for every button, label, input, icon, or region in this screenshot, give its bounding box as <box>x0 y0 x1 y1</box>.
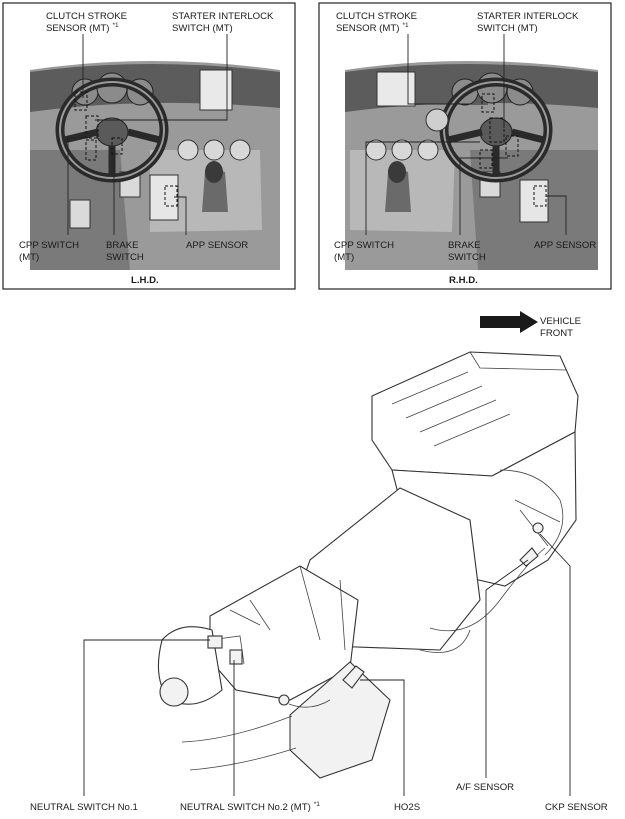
ckp-sensor-label: CKP SENSOR <box>545 802 608 813</box>
neutral-switch-2-label: NEUTRAL SWITCH No.2 (MT) <box>180 802 311 813</box>
rhd-starter-interlock-label-1: STARTER INTERLOCK <box>477 11 579 22</box>
rhd-cpp-switch-label-1: CPP SWITCH <box>334 240 394 251</box>
lhd-cpp-switch-label-1: CPP SWITCH <box>19 240 79 251</box>
rhd-starter-interlock-label-2: SWITCH (MT) <box>477 23 538 34</box>
rhd-brake-switch-label-1: BRAKE <box>448 240 481 251</box>
af-sensor-label: A/F SENSOR <box>456 782 514 793</box>
rhd-footnote-mark: *1 <box>402 22 409 29</box>
rhd-app-leader <box>546 195 567 235</box>
engine-footnote-mark: *1 <box>314 801 321 808</box>
lhd-brake-switch-label-2: SWITCH <box>106 252 144 263</box>
lhd-clutch-stroke-label-1: CLUTCH STROKE <box>46 11 127 22</box>
af-sensor-leader <box>485 559 529 778</box>
rhd-caption: R.H.D. <box>449 275 478 286</box>
ho2s-label: HO2S <box>394 802 420 813</box>
rhd-cpp-leader <box>365 141 480 235</box>
engine-view: VEHICLE FRONT <box>30 311 608 813</box>
rhd-app-sensor-label: APP SENSOR <box>534 240 596 251</box>
svg-text:NEUTRAL SWITCH No.2 (MT)*1: NEUTRAL SWITCH No.2 (MT)*1 <box>180 801 320 813</box>
lhd-cpp-switch-label-2: (MT) <box>19 252 39 263</box>
rhd-clutch-stroke-label-1: CLUTCH STROKE <box>336 11 417 22</box>
rhd-cabin-illustration <box>345 61 598 270</box>
vehicle-front-label-2: FRONT <box>540 328 573 339</box>
lhd-brake-switch-label-1: BRAKE <box>106 240 139 251</box>
rhd-cpp-switch-label-2: (MT) <box>334 252 354 263</box>
lhd-app-sensor-label: APP SENSOR <box>186 240 248 251</box>
lhd-panel: CLUTCH STROKE SENSOR (MT)*1 STARTER INTE… <box>2 2 296 290</box>
lhd-starter-interlock-label-2: SWITCH (MT) <box>172 23 233 34</box>
vehicle-front-label-1: VEHICLE <box>540 316 581 327</box>
lhd-app-leader <box>174 196 187 235</box>
engine-transmission-illustration <box>157 351 579 779</box>
lhd-starter-interlock-label-1: STARTER INTERLOCK <box>172 11 274 22</box>
neutral-switch-1-label: NEUTRAL SWITCH No.1 <box>30 802 138 813</box>
rhd-brake-switch-label-2: SWITCH <box>448 252 486 263</box>
svg-text:SENSOR (MT)*1: SENSOR (MT)*1 <box>46 22 119 34</box>
lhd-starter-leader <box>95 34 228 121</box>
rhd-clutch-leader <box>407 34 488 105</box>
rhd-panel: CLUTCH STROKE SENSOR (MT)*1 STARTER INTE… <box>318 2 612 290</box>
rhd-brake-leader <box>459 157 508 235</box>
lhd-clutch-stroke-label-2: SENSOR (MT) <box>46 23 109 34</box>
ho2s-leader <box>360 679 405 796</box>
vehicle-front-arrow-icon <box>480 311 538 333</box>
lhd-cpp-leader <box>67 137 88 235</box>
svg-text:SENSOR (MT)*1: SENSOR (MT)*1 <box>336 22 409 34</box>
lhd-cabin-illustration <box>30 61 280 270</box>
neutral-switch-1-leader <box>83 639 210 796</box>
rhd-clutch-stroke-label-2: SENSOR (MT) <box>336 23 399 34</box>
lhd-footnote-mark: *1 <box>112 22 119 29</box>
ckp-sensor-leader <box>539 533 571 796</box>
lhd-caption: L.H.D. <box>131 275 159 286</box>
